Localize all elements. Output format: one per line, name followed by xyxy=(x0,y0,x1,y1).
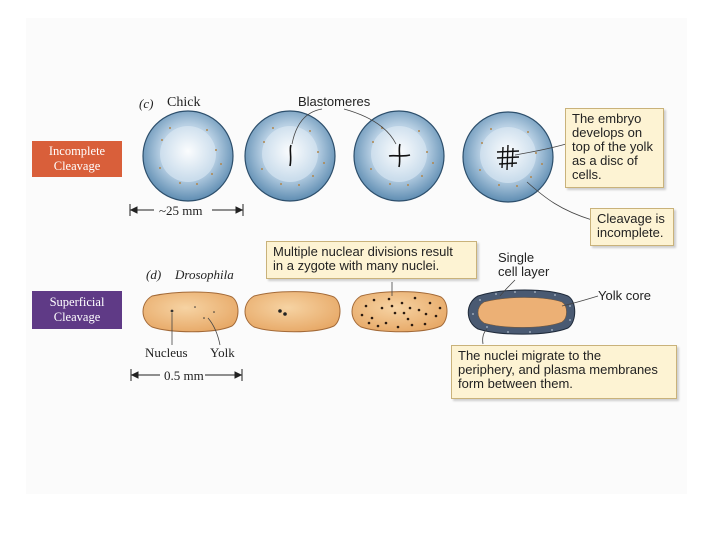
panel-letter-d: (d) xyxy=(146,267,162,282)
chick-callout-pointers xyxy=(514,143,593,221)
panel-letter-c: (c) xyxy=(139,96,154,111)
chick-scale-label: ~25 mm xyxy=(159,203,203,218)
callout-nuclei-migrate: The nuclei migrate to the periphery, and… xyxy=(451,345,677,399)
blastomeres-pointers xyxy=(291,108,397,145)
superficial-cleavage-label: Superficial Cleavage xyxy=(32,291,122,329)
chick-egg-3 xyxy=(353,110,445,202)
yolk-label: Yolk xyxy=(210,345,235,360)
chick-egg-4 xyxy=(462,111,554,203)
organism-chick: Chick xyxy=(167,95,201,110)
organism-drosophila: Drosophila xyxy=(175,267,234,282)
drosophila-embryo-1 xyxy=(142,291,239,333)
drosophila-embryo-2 xyxy=(244,291,341,333)
incomplete-cleavage-label: Incomplete Cleavage xyxy=(32,141,122,177)
nucleus-label: Nucleus xyxy=(145,345,188,360)
drosophila-embryo-3 xyxy=(351,291,448,333)
callout-cleavage-incomplete: Cleavage is incomplete. xyxy=(590,208,674,246)
drosophila-scale-bar xyxy=(130,369,243,381)
drosophila-scale-label: 0.5 mm xyxy=(164,368,204,383)
yolk-core-label: Yolk core xyxy=(598,288,651,303)
drosophila-embryo-4 xyxy=(467,289,576,335)
chick-egg-1 xyxy=(142,110,234,202)
callout-embryo-develops: The embryo develops on top of the yolk a… xyxy=(565,108,664,188)
callout-nuclear-divisions: Multiple nuclear divisions result in a z… xyxy=(266,241,477,279)
chick-egg-2 xyxy=(244,110,336,202)
blastomeres-label: Blastomeres xyxy=(298,94,371,109)
chick-scale-bar xyxy=(129,204,244,216)
single-cell-layer-label: Single cell layer xyxy=(498,250,550,279)
drosophila-pointers xyxy=(171,279,599,346)
